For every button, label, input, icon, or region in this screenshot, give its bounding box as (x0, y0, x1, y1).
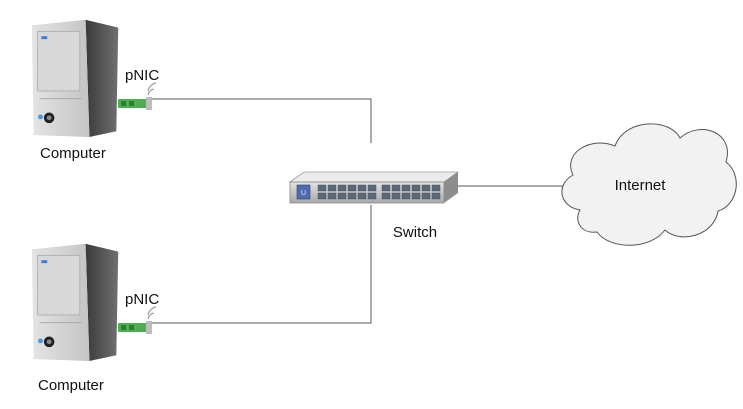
ethernet-port-icon (357, 184, 367, 192)
svg-text:U: U (301, 190, 306, 197)
ethernet-port-icon (401, 192, 411, 200)
computer-bottom: pNIC Computer (31, 243, 159, 394)
ethernet-port-icon (391, 192, 401, 200)
link-computer-top-switch (148, 98, 372, 143)
ethernet-port-icon (317, 192, 327, 200)
ethernet-port-icon (347, 184, 357, 192)
ethernet-port-icon (421, 184, 431, 192)
ethernet-port-icon (431, 192, 441, 200)
ethernet-port-icon (391, 184, 401, 192)
ethernet-port-icon (367, 184, 377, 192)
pnic-label: pNIC (125, 67, 159, 84)
ethernet-port-icon (431, 184, 441, 192)
ethernet-port-icon (317, 184, 327, 192)
ethernet-port-icon (367, 192, 377, 200)
ethernet-port-icon (327, 192, 337, 200)
pnic-label: pNIC (125, 291, 159, 308)
switch-ports (317, 184, 441, 200)
switch: U Switch (288, 171, 460, 241)
ethernet-port-icon (411, 184, 421, 192)
internet: Internet (561, 123, 737, 246)
computer-top: pNIC Computer (31, 19, 159, 162)
ethernet-port-icon (381, 192, 391, 200)
ethernet-port-icon (357, 192, 367, 200)
switch-label: Switch (393, 224, 437, 241)
ethernet-port-icon (337, 184, 347, 192)
connection-lines (148, 98, 568, 324)
cloud-icon (561, 123, 737, 246)
server-tower-icon (31, 243, 119, 362)
network-card-icon (118, 82, 157, 110)
ethernet-port-icon (337, 192, 347, 200)
ethernet-port-icon (327, 184, 337, 192)
ethernet-port-icon (381, 184, 391, 192)
server-tower-icon (31, 19, 119, 138)
network-card-icon (118, 306, 157, 334)
computer-label: Computer (38, 377, 104, 394)
computer-label: Computer (40, 145, 106, 162)
ethernet-port-icon (401, 184, 411, 192)
internet-label: Internet (615, 177, 667, 194)
link-computer-bottom-switch (148, 205, 372, 324)
ethernet-port-icon (421, 192, 431, 200)
ethernet-port-icon (411, 192, 421, 200)
ethernet-port-icon (347, 192, 357, 200)
network-switch-icon: U (288, 171, 460, 204)
